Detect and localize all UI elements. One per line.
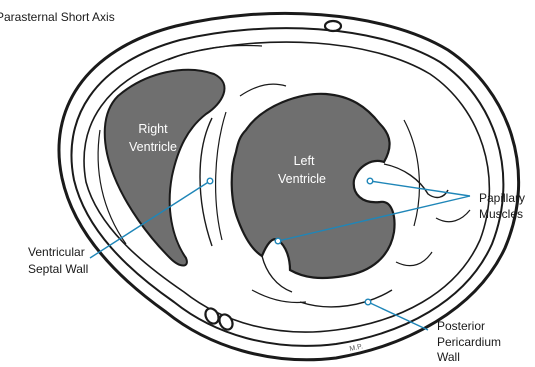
- left-ventricle-label-line-1: Left: [294, 154, 315, 168]
- leader-endpoint-dot: [365, 299, 371, 305]
- septal-wall-label-line-1: Ventricular: [28, 245, 85, 259]
- left-ventricle-label-line-2: Ventricle: [278, 172, 326, 186]
- leader-endpoint-dot: [367, 178, 373, 184]
- right-ventricle-label-line-2: Ventricle: [129, 140, 177, 154]
- leader-endpoint-dot: [275, 238, 281, 244]
- papillary-muscles-label-line-1: Papillary: [479, 191, 525, 205]
- papillary-muscles-label-line-2: Muscles: [479, 207, 523, 221]
- posterior-wall-label-line-2: Pericardium: [437, 335, 501, 349]
- right-ventricle-label-line-1: Right: [138, 122, 168, 136]
- posterior-wall-label-line-3: Wall: [437, 350, 460, 362]
- coronary-vessel: [325, 21, 341, 31]
- leader-endpoint-dot: [207, 178, 213, 184]
- posterior-wall-label-line-1: Posterior: [437, 319, 485, 333]
- septal-wall-label-line-2: Septal Wall: [28, 262, 88, 276]
- diagram-title: Parasternal Short Axis: [0, 10, 115, 24]
